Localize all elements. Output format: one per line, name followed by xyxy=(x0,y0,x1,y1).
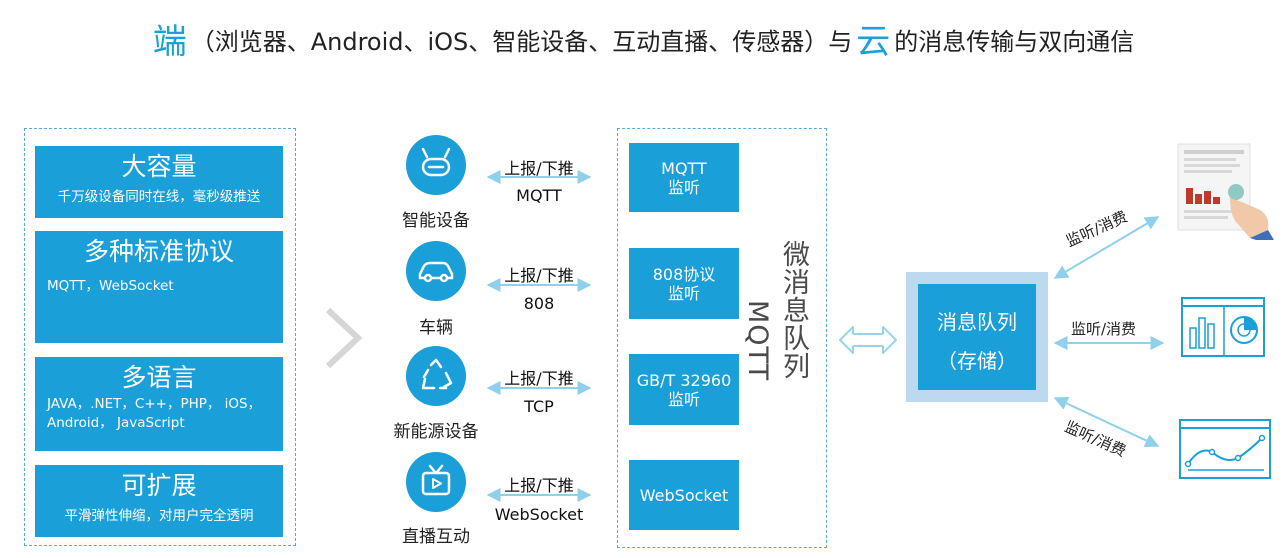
car-icon xyxy=(406,241,466,301)
listener-sub: 监听 xyxy=(667,177,700,197)
line-chart-icon xyxy=(1179,419,1271,479)
feature-protocols: 多种标准协议 MQTT，WebSocket xyxy=(35,231,283,343)
listener-label: GB/T 32960 xyxy=(636,370,732,390)
protocol-label: 808 xyxy=(523,294,555,313)
title-cloud-char: 云 xyxy=(856,22,891,62)
feature-title: 多种标准协议 xyxy=(83,237,234,266)
tv-icon xyxy=(406,452,466,512)
dashboard-icon xyxy=(1181,297,1265,357)
feature-title: 可扩展 xyxy=(121,471,197,500)
mq-protocol: MQTT xyxy=(742,300,773,382)
title-mid: （浏览器、Android、iOS、智能设备、互动直播、传感器）与 xyxy=(190,28,853,56)
listener-label: 808协议 xyxy=(652,264,716,284)
message-queue: 消息队列 （存储） xyxy=(918,284,1036,390)
device-label: 车辆 xyxy=(419,318,453,338)
device-label: 智能设备 xyxy=(402,211,470,231)
protocol-label: WebSocket xyxy=(494,505,584,524)
title-end-char: 端 xyxy=(152,22,187,62)
feature-languages: 多语言 JAVA，.NET，C++，PHP， iOS，Android， Java… xyxy=(35,357,283,451)
page-title: 端（浏览器、Android、iOS、智能设备、互动直播、传感器）与云的消息传输与… xyxy=(0,14,1283,63)
title-tail: 的消息传输与双向通信 xyxy=(894,28,1135,56)
protocol-label: TCP xyxy=(524,397,554,416)
feature-desc: MQTT，WebSocket xyxy=(47,278,174,294)
device-label: 直播互动 xyxy=(402,527,470,547)
feature-desc: 千万级设备同时在线，毫秒级推送 xyxy=(57,189,261,205)
recycle-icon xyxy=(406,346,466,406)
mq-vertical-label: 微消息队列 MQTT xyxy=(730,230,820,460)
consumer-arrow xyxy=(1053,216,1160,279)
listener-sub: 监听 xyxy=(667,283,700,303)
report-touch-icon xyxy=(1177,143,1274,240)
robot-icon xyxy=(406,135,466,195)
listener-websocket: WebSocket xyxy=(629,460,739,530)
feature-desc: JAVA，.NET，C++，PHP， iOS，Android， JavaScri… xyxy=(47,396,262,431)
consumer-arrow xyxy=(1053,396,1160,448)
listener-mqtt: MQTT 监听 xyxy=(629,143,739,212)
queue-subtitle: （存储） xyxy=(937,349,1017,373)
listener-808: 808协议 监听 xyxy=(629,248,739,319)
chevron-right-icon xyxy=(325,307,363,369)
mq-name: 微消息队列 xyxy=(778,240,809,380)
listener-label: MQTT xyxy=(661,158,707,178)
listener-sub: 监听 xyxy=(667,389,700,409)
listener-gbt32960: GB/T 32960 监听 xyxy=(629,354,739,425)
device-label: 新能源设备 xyxy=(393,422,479,442)
feature-title: 大容量 xyxy=(121,152,197,181)
feature-capacity: 大容量 千万级设备同时在线，毫秒级推送 xyxy=(35,146,283,218)
feature-desc: 平滑弹性伸缩，对用户完全透明 xyxy=(64,508,254,524)
feature-panel: 大容量 千万级设备同时在线，毫秒级推送 多种标准协议 MQTT，WebSocke… xyxy=(24,128,296,546)
consumer-label: 监听/消费 xyxy=(1071,320,1137,338)
listener-label: WebSocket xyxy=(639,485,729,505)
queue-title: 消息队列 xyxy=(937,310,1017,334)
feature-title: 多语言 xyxy=(121,363,197,392)
mq-panel: MQTT 监听 808协议 监听 GB/T 32960 监听 WebSocket xyxy=(617,128,827,548)
feature-scalable: 可扩展 平滑弹性伸缩，对用户完全透明 xyxy=(35,465,283,537)
big-double-arrow xyxy=(839,326,897,354)
protocol-label: MQTT xyxy=(516,186,562,205)
